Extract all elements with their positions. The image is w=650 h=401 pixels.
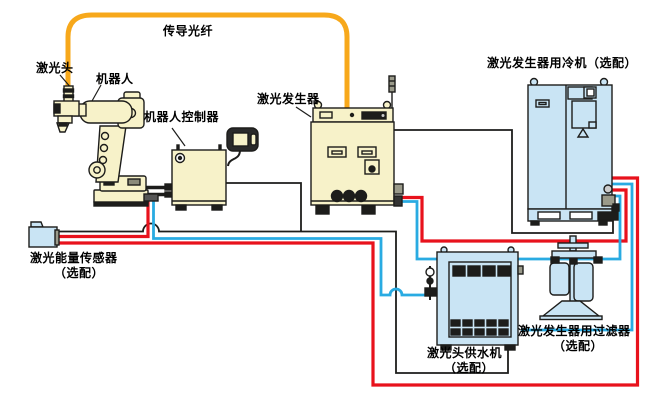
label-energy-sensor-optional: （选配） (54, 266, 105, 280)
label-chiller: 激光发生器用冷机（选配） (487, 56, 638, 70)
label-water-supply: 激光头供水机 (427, 346, 503, 360)
label-filter-optional: （选配） (553, 339, 604, 353)
leader-robot (91, 84, 102, 102)
optical-fiber-line (65, 12, 350, 114)
label-laser-generator: 激光发生器 (257, 92, 320, 106)
leader-generator (295, 106, 312, 118)
chiller-unit (527, 77, 620, 226)
pipe-red-generator-to-chiller (398, 188, 628, 243)
teach-pendant (226, 127, 259, 152)
water-supply-unit (424, 246, 524, 351)
label-water-supply-optional: （选配） (444, 361, 495, 375)
robot-arm (53, 85, 159, 207)
label-filter: 激光发生器用过滤器 (518, 324, 631, 338)
cable-generator-to-chiller (394, 129, 614, 234)
energy-sensor-unit (28, 221, 60, 248)
filter-unit (539, 235, 603, 321)
cable-controller-to-junction (226, 182, 302, 232)
pipe-cyan-robot-to-watersupply (152, 200, 434, 297)
label-laser-head: 激光头 (36, 61, 74, 75)
cable-teach-pendant (227, 149, 241, 167)
label-robot-controller: 机器人控制器 (144, 110, 220, 124)
leader-controller (171, 127, 186, 147)
laser-generator (310, 75, 404, 215)
pipe-red-robot-to-sensor (56, 200, 150, 239)
label-robot: 机器人 (96, 72, 134, 86)
water-supply-pump (424, 266, 437, 300)
pipe-cyan-chiller-to-watersupply (521, 182, 634, 332)
chiller-pump (597, 184, 620, 221)
laser-head (53, 85, 80, 133)
robot-controller (164, 144, 227, 211)
label-optical-fiber: 传导光纤 (163, 24, 214, 38)
pipe-red-main-loop (56, 176, 640, 387)
label-energy-sensor: 激光能量传感器 (30, 251, 118, 265)
